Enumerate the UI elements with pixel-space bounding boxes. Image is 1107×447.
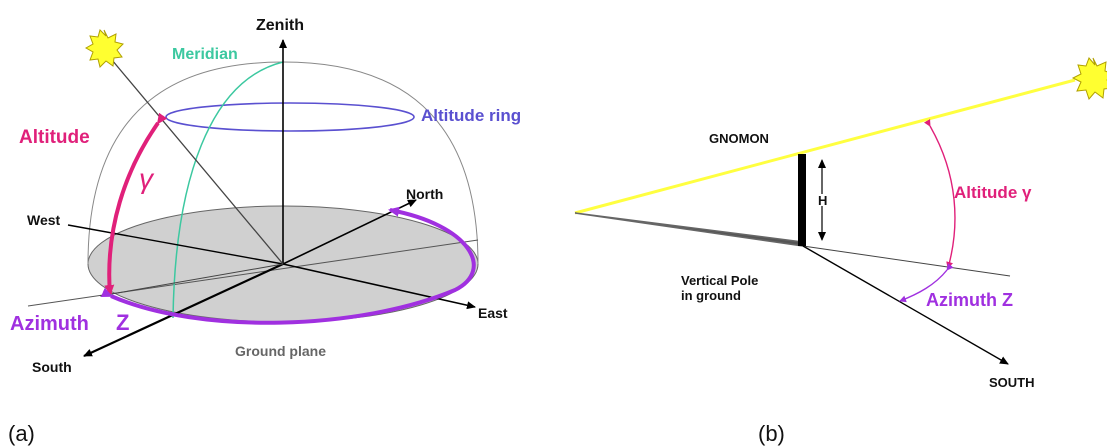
ground-line [802,245,1011,277]
west-label: West [27,212,61,228]
sun-ray-line [574,78,1076,215]
north-label: North [406,186,443,202]
panel-a-caption: (a) [8,421,35,446]
gnomon-shadow [574,212,804,247]
altitude-label: Altitude [19,127,90,148]
panel-b-caption: (b) [758,421,785,446]
azimuth-arc [100,206,476,325]
gnomon-pole [798,154,806,246]
ground-plane-label: Ground plane [235,343,326,359]
vertical-pole-label-1: Vertical Pole [681,273,758,288]
panel-b: GNOMON H Altitude γ Vertical Pole in gro… [574,57,1107,446]
azimuth-label: Azimuth [10,313,89,335]
azimuth-z-label-b: Azimuth Z [926,290,1013,310]
zenith-label: Zenith [256,17,304,34]
south-direction-line [802,245,1009,365]
gnomon-label: GNOMON [709,131,769,146]
azimuth-z-label: Z [116,310,129,335]
altitude-ring-label: Altitude ring [421,106,521,125]
panel-a: Zenith Meridian Altitude ring Altitude γ… [8,17,521,446]
meridian-label: Meridian [172,46,238,63]
gamma-label: γ [139,163,155,194]
altitude-ring [165,102,415,132]
altitude-arc-b [923,119,956,269]
height-label: H [818,193,827,208]
vertical-pole-label-2: in ground [681,288,741,303]
altitude-gamma-label: Altitude γ [954,183,1032,202]
south-label-b: SOUTH [989,375,1035,390]
east-label: East [478,305,508,321]
sun-icon-b [1071,57,1107,100]
sun-icon [84,29,124,68]
south-label: South [32,359,72,375]
azimuth-arc-b [899,263,954,303]
